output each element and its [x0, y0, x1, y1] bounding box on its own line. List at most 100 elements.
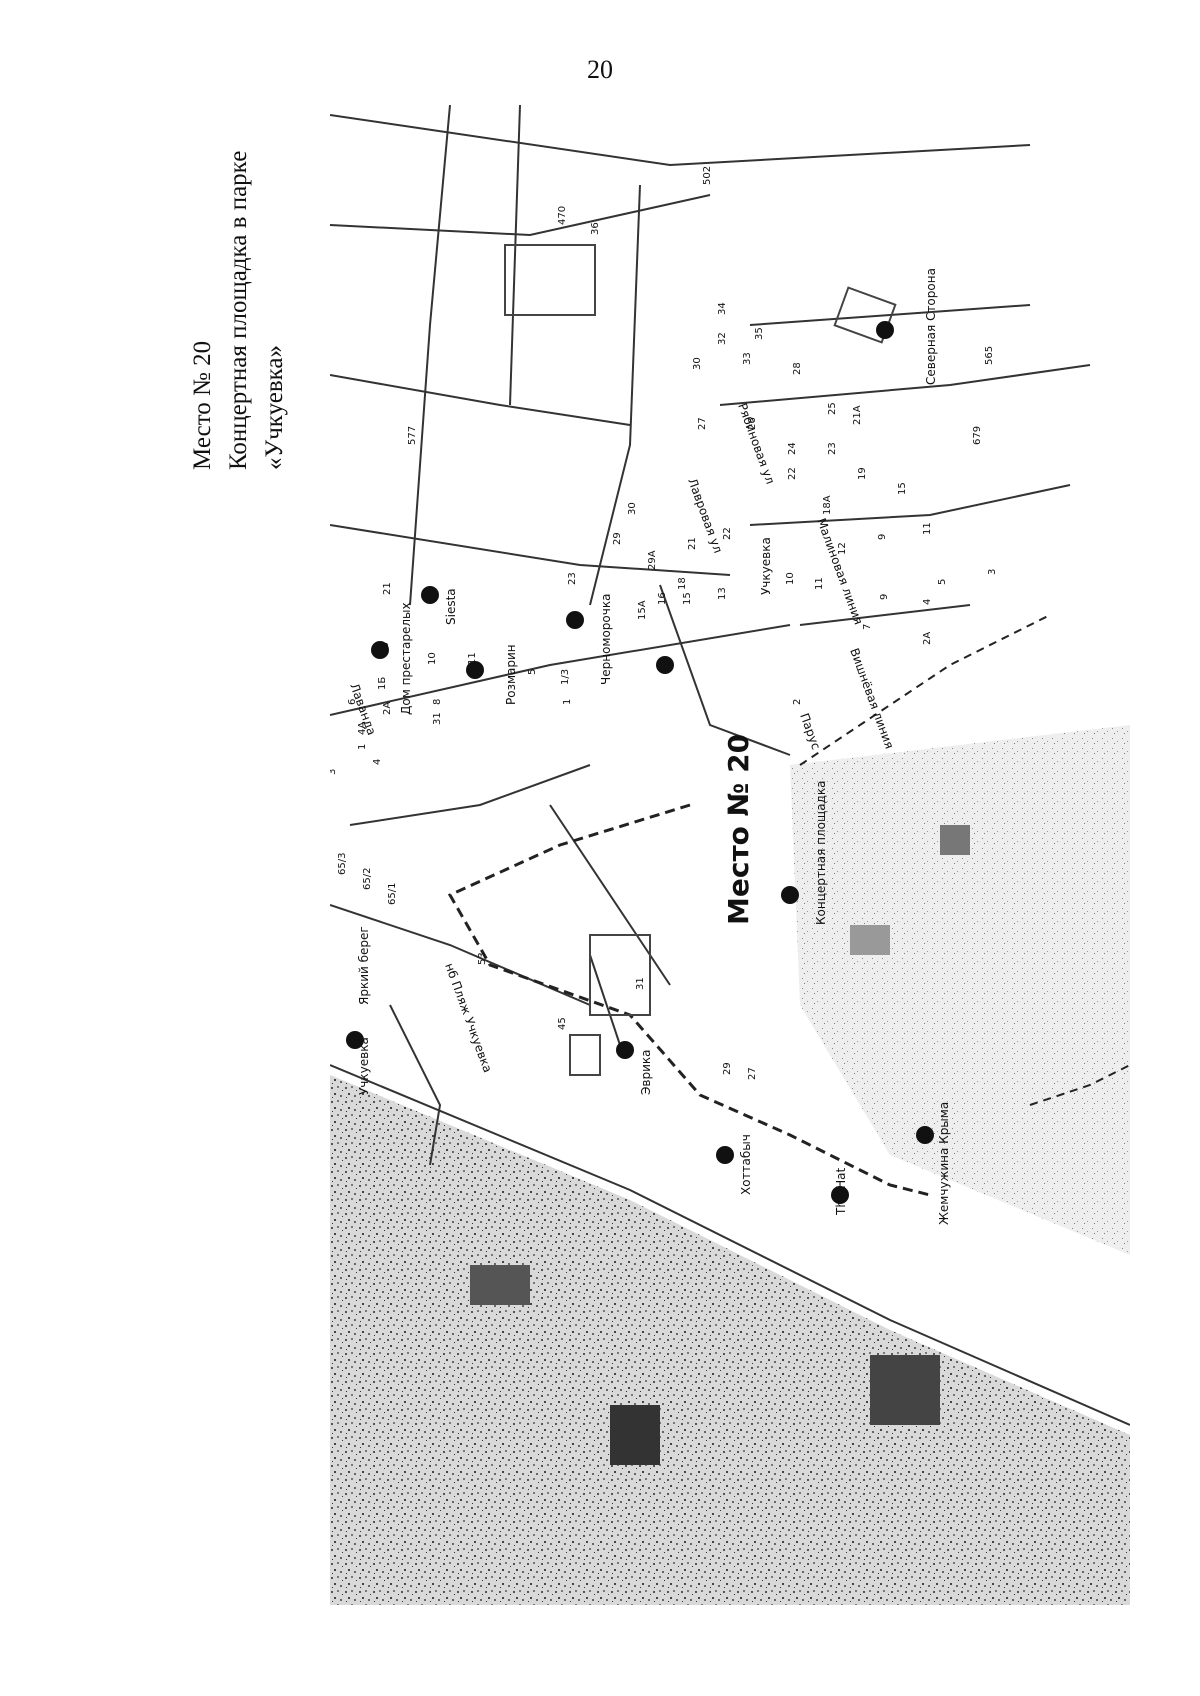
- house-number: 29: [612, 532, 623, 545]
- poi-marker: [831, 1186, 849, 1204]
- house-number: 679: [972, 426, 983, 445]
- park-area: [790, 725, 1130, 1255]
- page-number: 20: [587, 55, 613, 84]
- house-number: 13: [717, 587, 728, 600]
- house-number: 65/3: [337, 853, 348, 875]
- house-number: 16: [657, 592, 668, 605]
- house-number: 502: [702, 166, 713, 185]
- house-number: 4: [372, 759, 383, 765]
- place-label: Парус: [797, 711, 823, 751]
- house-number: 27: [697, 417, 708, 430]
- poi-marker: [466, 661, 484, 679]
- house-number: 18: [677, 577, 688, 590]
- dark-patch: [610, 1405, 660, 1465]
- poi-marker: [346, 1031, 364, 1049]
- house-number: 25: [827, 402, 838, 415]
- house-number: 1: [562, 699, 573, 705]
- house-number: 31: [432, 712, 443, 725]
- place-label: Черноморочка: [599, 594, 613, 685]
- park-dark-patch: [940, 825, 970, 855]
- house-number: 21: [687, 537, 698, 550]
- sea-area: [330, 1075, 1130, 1605]
- map-image: Место № 20 Учкуевка Яркий берег нб Пляж …: [330, 105, 1130, 1605]
- house-number: 23: [567, 572, 578, 585]
- house-number: 19: [857, 467, 868, 480]
- house-number: 5: [527, 669, 538, 675]
- house-number: 23: [827, 442, 838, 455]
- place-label: Вишнёвая линия: [847, 646, 896, 750]
- house-number: 15: [682, 592, 693, 605]
- caption-line-2: Концертная площадка в парке: [225, 150, 252, 470]
- house-number: 12: [837, 542, 848, 555]
- house-number: 565: [984, 346, 995, 365]
- house-number: 577: [407, 426, 418, 445]
- house-number: 29: [722, 1062, 733, 1075]
- house-number: 470: [557, 206, 568, 225]
- house-number: 65/2: [362, 868, 373, 890]
- house-number: 4A: [357, 722, 368, 735]
- house-number: 15: [897, 482, 908, 495]
- place-label: Концертная площадка: [814, 780, 828, 925]
- place-label: Эврика: [639, 1050, 653, 1095]
- house-number: 1Б: [377, 677, 388, 690]
- house-number: 26: [747, 417, 758, 430]
- dark-patch: [870, 1355, 940, 1425]
- dark-patch: [470, 1265, 530, 1305]
- house-number: 18A: [822, 495, 833, 515]
- house-number: 30: [692, 357, 703, 370]
- house-number: 4: [922, 599, 933, 605]
- poi-marker: [371, 641, 389, 659]
- map-svg: Место № 20 Учкуевка Яркий берег нб Пляж …: [330, 105, 1130, 1605]
- place-label: Северная Сторона: [924, 268, 938, 385]
- poi-markers: [346, 321, 934, 1204]
- house-number: 28: [792, 362, 803, 375]
- house-number: 34: [717, 302, 728, 315]
- house-number: 8: [432, 699, 443, 705]
- house-number: 27: [747, 1067, 758, 1080]
- house-number: 53: [477, 952, 488, 965]
- poi-marker: [876, 321, 894, 339]
- house-number: 21A: [852, 405, 863, 425]
- house-number: 2: [792, 699, 803, 705]
- house-number: 11: [467, 652, 478, 665]
- house-number: 2A: [922, 632, 933, 645]
- house-number: 15A: [637, 600, 648, 620]
- map-caption: Место № 20 Концертная площадка в парке «…: [185, 50, 293, 470]
- house-number: 35: [754, 327, 765, 340]
- poi-marker: [916, 1126, 934, 1144]
- poi-marker: [616, 1041, 634, 1059]
- house-number: 10: [427, 652, 438, 665]
- place-label: нб Пляж Учкуевка: [442, 961, 495, 1074]
- poi-marker: [656, 656, 674, 674]
- house-number: 3: [987, 569, 998, 575]
- house-number: 1/3: [560, 669, 571, 685]
- place-label: Яркий берег: [357, 926, 371, 1005]
- house-number: 5: [937, 579, 948, 585]
- place-label: Жемчужина Крыма: [937, 1102, 951, 1225]
- house-number: 22: [722, 527, 733, 540]
- park-dark-patch: [850, 925, 890, 955]
- house-number: 24: [787, 442, 798, 455]
- house-number: 3: [330, 769, 338, 775]
- place-label: Дом престарелых: [399, 602, 413, 715]
- roads: [330, 105, 1130, 1426]
- place-label: Учкуевка: [759, 537, 773, 595]
- caption-line-3: «Учкуевка»: [261, 345, 288, 470]
- house-number: 9: [879, 594, 890, 600]
- house-number: 29A: [647, 550, 658, 570]
- place-label: Рябиновая ул: [735, 401, 777, 486]
- house-number: 9: [877, 534, 888, 540]
- park-boundary: [799, 614, 1051, 766]
- house-number: 30: [627, 502, 638, 515]
- house-number: 33: [742, 352, 753, 365]
- poi-marker: [566, 611, 584, 629]
- place-label: Siesta: [444, 588, 458, 625]
- house-number: 65/1: [387, 883, 398, 905]
- place-label: Малиновая линия: [814, 516, 866, 626]
- house-number: 11: [814, 577, 825, 590]
- caption-line-1: Место № 20: [189, 340, 216, 470]
- house-number: 21: [382, 582, 393, 595]
- poi-marker: [716, 1146, 734, 1164]
- park-boundary-east: [1029, 1064, 1130, 1106]
- poi-marker: [781, 886, 799, 904]
